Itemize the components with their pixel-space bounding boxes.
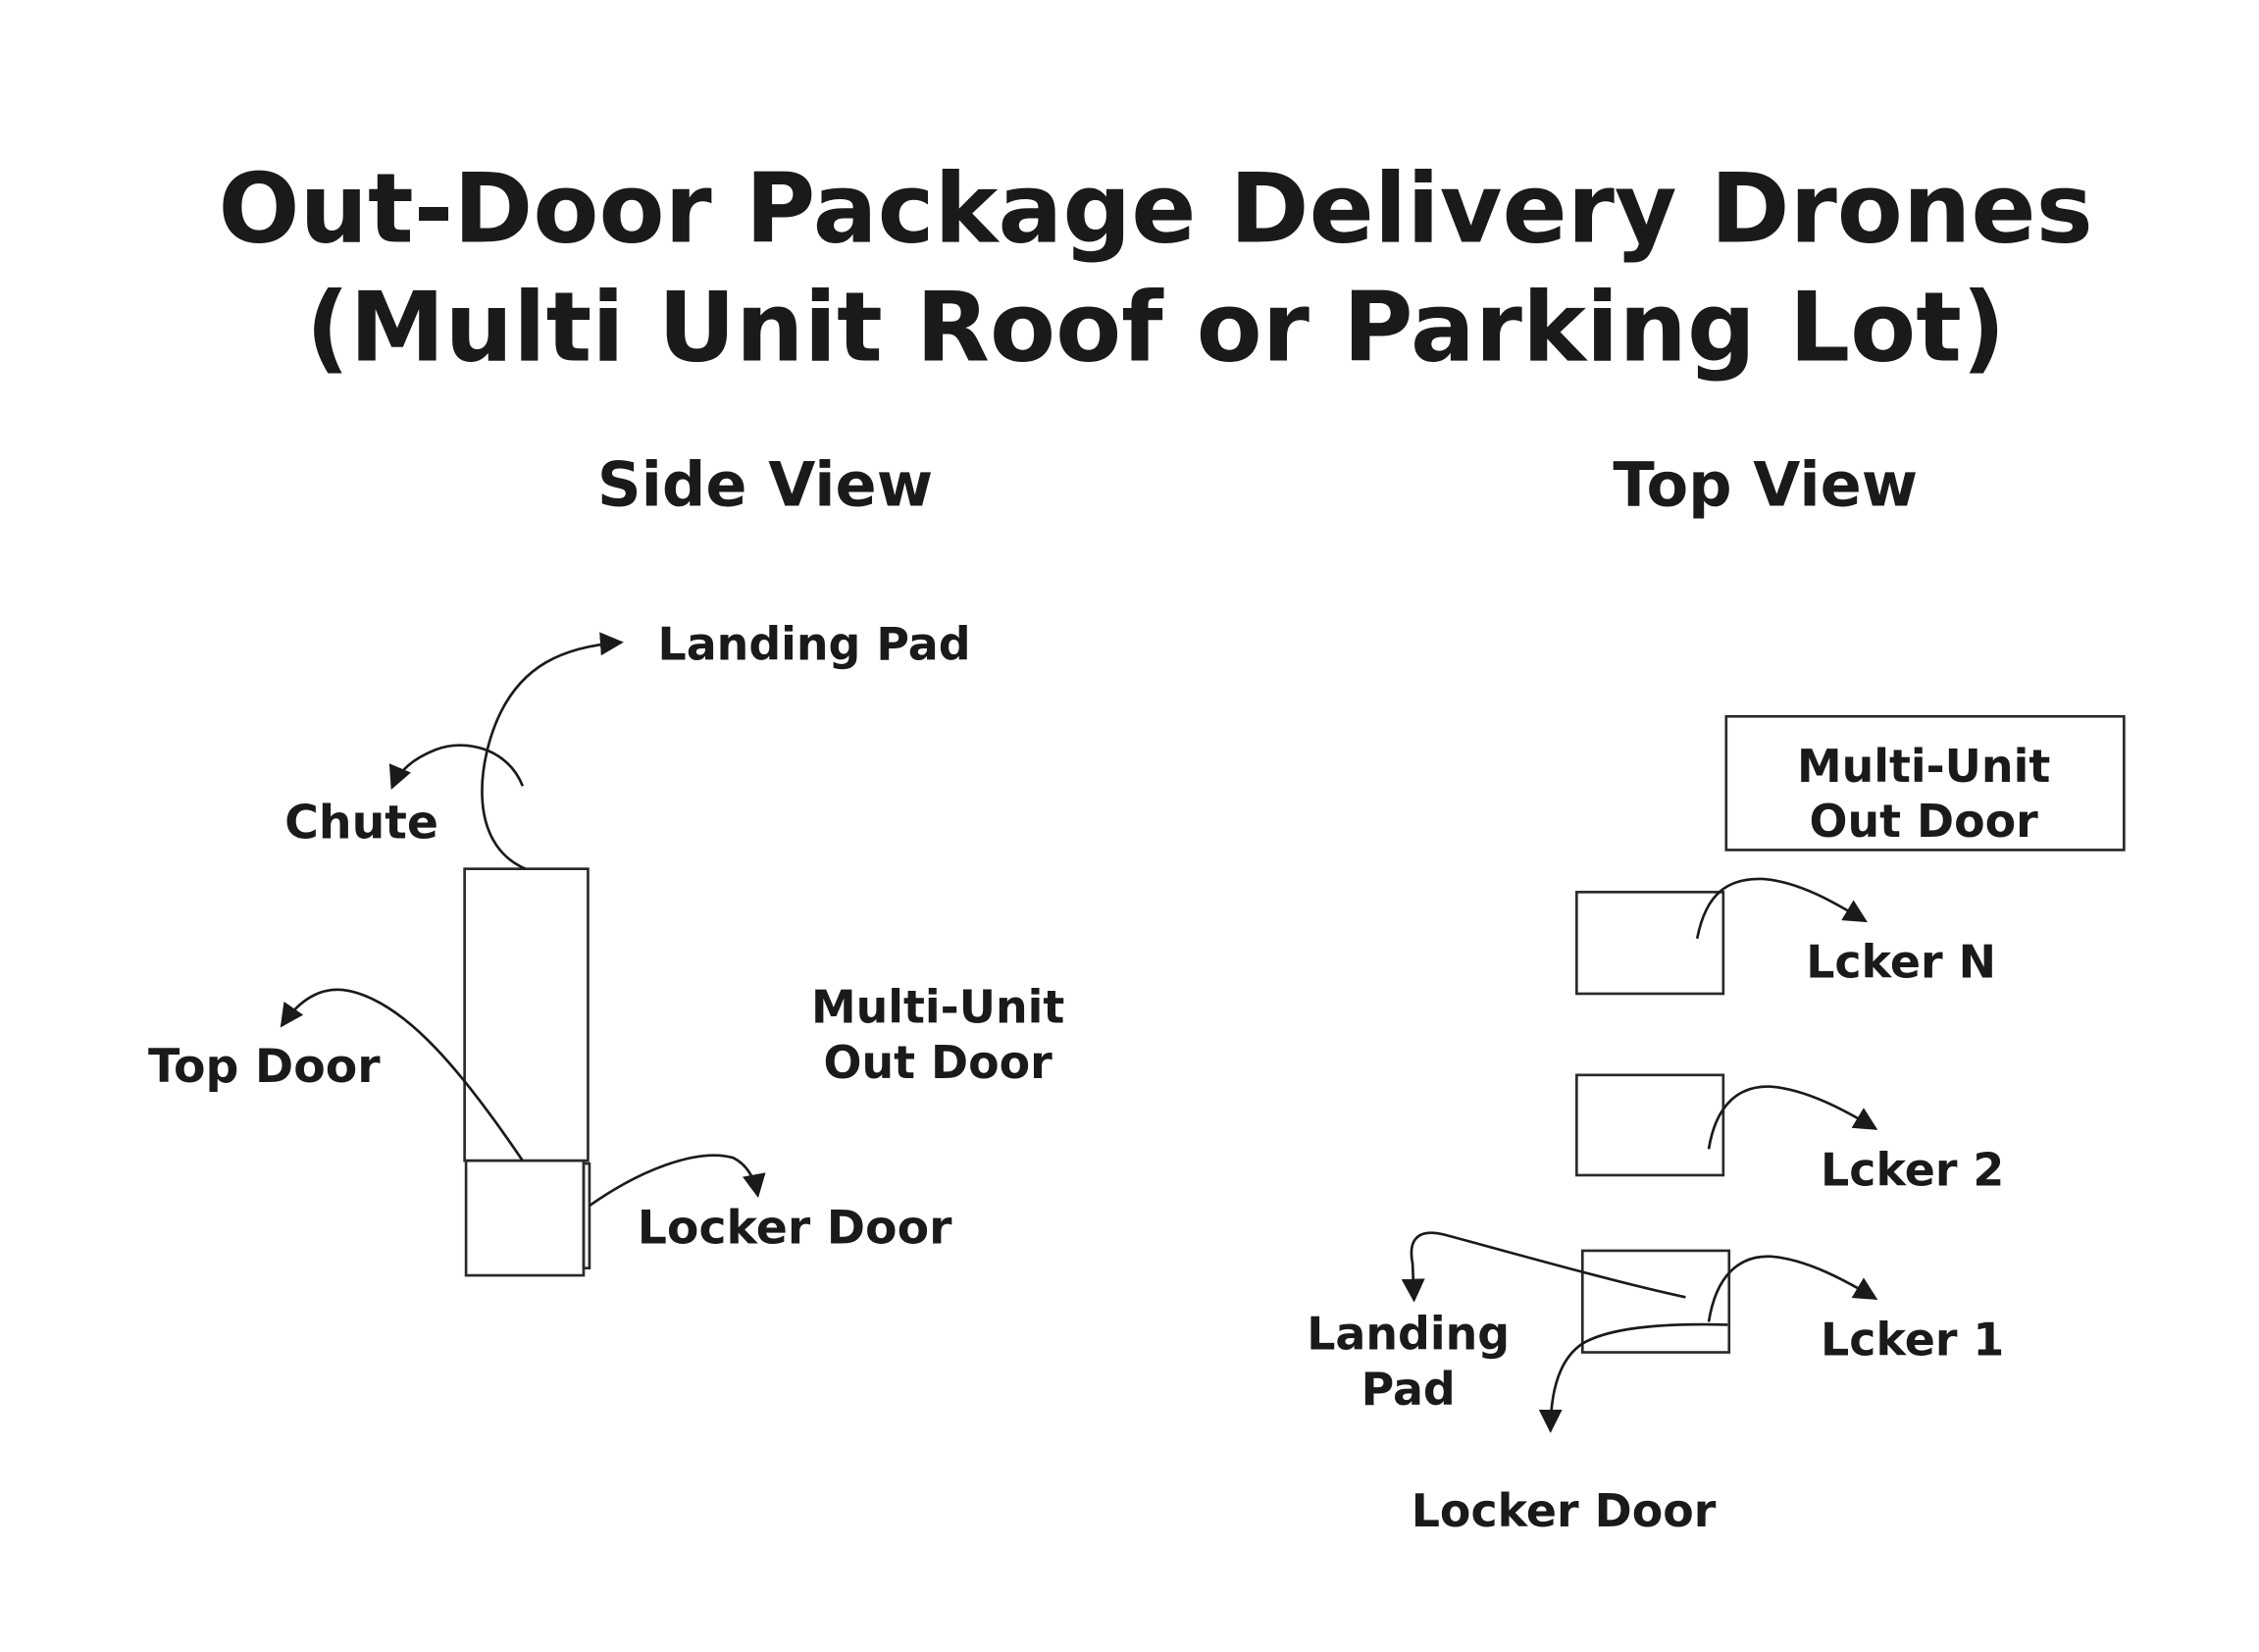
locker-2-label: Lcker 2 [1821, 1143, 2004, 1196]
side-view-heading: Side View [597, 449, 933, 521]
top-view-diagram: Multi-Unit Out Door Lcker N Lcker 2 Lcke… [1307, 714, 2126, 1537]
title-line-1: Out-Door Package Delivery Drones [218, 153, 2092, 265]
top-locker-door-label: Locker Door [1412, 1484, 1717, 1537]
locker-1-label: Lcker 1 [1821, 1313, 2004, 1366]
top-landing-pad-label-line-2: Pad [1361, 1363, 1456, 1416]
side-tower-shape [463, 867, 590, 1162]
locker-1-shape [1580, 1249, 1731, 1354]
side-view-diagram: Landing Pad Chute Top Door Locker Door M… [148, 618, 1064, 1277]
side-landing-pad-label: Landing Pad [657, 618, 970, 671]
side-unit-label-line-1: Multi-Unit [811, 981, 1064, 1034]
locker-n-label: Lcker N [1806, 936, 1996, 989]
landing-pad-arrow [481, 632, 624, 870]
locker-n-shape [1575, 891, 1725, 996]
chute-label: Chute [284, 797, 438, 851]
chute-arrow [388, 744, 525, 790]
top-door-arrow [280, 988, 524, 1162]
top-landing-pad-arrow [1401, 1231, 1686, 1303]
top-unit-label-line-2: Out Door [1809, 795, 2038, 848]
top-landing-pad-label-line-1: Landing [1307, 1308, 1510, 1361]
top-door-label: Top Door [148, 1040, 381, 1094]
top-unit-box [1724, 714, 2126, 852]
side-locker-door-arrow [589, 1154, 766, 1208]
top-locker-door-arrow [1538, 1322, 1728, 1433]
title-line-2: (Multi Unit Roof or Parking Lot) [306, 273, 2006, 385]
top-view-heading: Top View [1613, 449, 1918, 521]
top-unit-label-line-1: Multi-Unit [1797, 740, 2050, 793]
side-locker-shape [464, 1159, 586, 1277]
side-unit-label-line-2: Out Door [823, 1036, 1052, 1089]
locker-2-arrow [1707, 1085, 1878, 1150]
locker-2-shape [1575, 1073, 1725, 1177]
side-locker-door-shape [582, 1162, 591, 1270]
locker-n-arrow [1695, 877, 1868, 939]
side-locker-door-label: Locker Door [638, 1202, 952, 1256]
locker-1-arrow [1707, 1255, 1878, 1322]
